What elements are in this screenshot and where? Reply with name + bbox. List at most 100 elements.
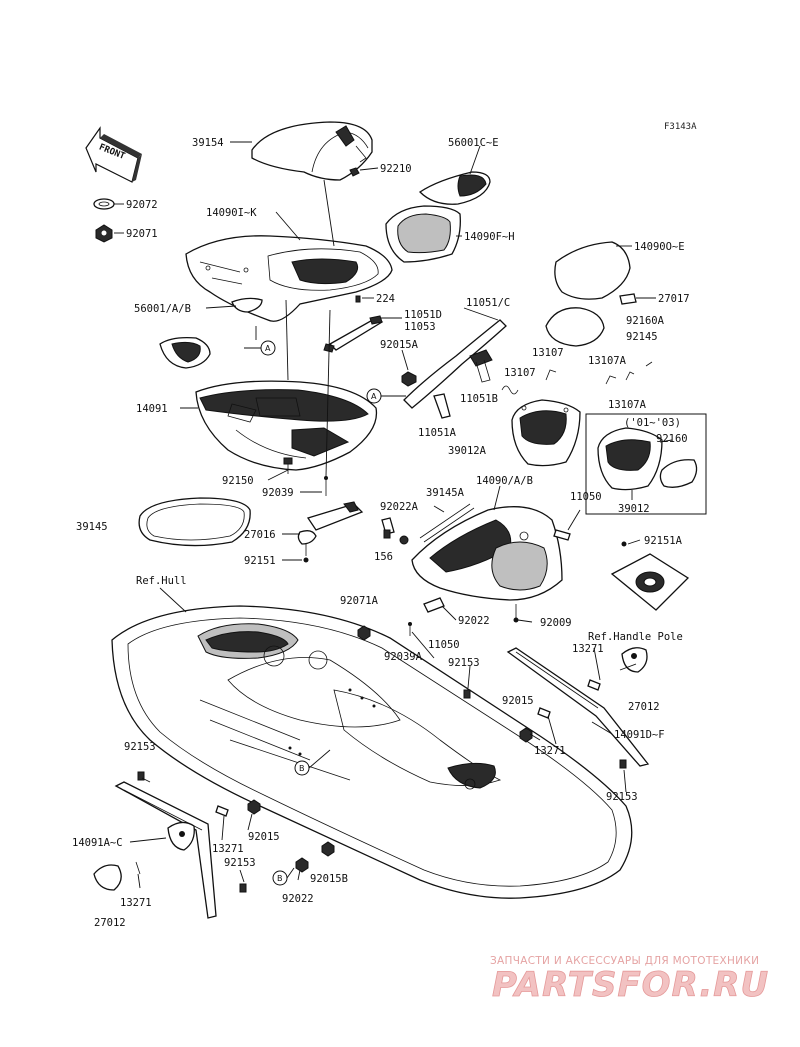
bolt-92153-part — [463, 689, 471, 699]
label-13107-b: 13107 — [504, 367, 536, 379]
label-11050-b: 11050 — [428, 639, 460, 651]
label-39012: 39012 — [618, 503, 650, 515]
callout-a-2: A — [366, 388, 406, 404]
label-92015b: 92015B — [310, 873, 348, 885]
storage-lid-part — [385, 205, 461, 263]
label-92015-c: 92015 — [248, 831, 280, 843]
seat-cover-part — [251, 121, 373, 181]
label-11050-a: 11050 — [570, 491, 602, 503]
label-92160: 92160 — [656, 433, 688, 445]
label-27017: 27017 — [658, 293, 690, 305]
pin-92039a-part — [408, 622, 412, 636]
label-92022a: 92022A — [380, 501, 419, 513]
washer-92015b-part — [295, 857, 309, 873]
label-13107a-c: 13107A — [588, 355, 627, 367]
label-11051a: 11051A — [418, 427, 457, 439]
label-92039: 92039 — [262, 487, 294, 499]
label-92071a: 92071A — [340, 595, 379, 607]
svg-text:A: A — [371, 392, 377, 401]
nut-92071a-part — [357, 625, 371, 641]
handle-bracket-part — [403, 319, 507, 409]
label-27012-a: 27012 — [628, 701, 660, 713]
front-arrow-icon: FRONT — [85, 126, 142, 183]
hull-part — [111, 605, 633, 899]
label-92160a: 92160A — [626, 315, 665, 327]
washer-92022a-part — [399, 535, 409, 545]
stay-part — [433, 393, 451, 419]
watermark-tagline: ЗАПЧАСТИ И АКСЕССУАРЫ ДЛЯ МОТОТЕХНИКИ — [490, 955, 759, 967]
label-92015-b: 92015 — [502, 695, 534, 707]
bolt-92153b-part — [619, 759, 627, 769]
label-92150: 92150 — [222, 475, 254, 487]
screw-13271c-part — [215, 805, 229, 817]
label-92153-c: 92153 — [606, 791, 638, 803]
label-92153-a: 92153 — [448, 657, 480, 669]
floor-mat-part — [138, 497, 251, 547]
plate-92022-part — [423, 597, 445, 613]
side-rail-part — [506, 647, 650, 767]
label-56001-a-b: 56001/A/B — [134, 303, 191, 315]
storage-box-part — [511, 399, 581, 467]
label-14091a-c: 14091A~C — [72, 837, 123, 849]
label-11051-c: 11051/C — [466, 297, 510, 309]
label-39145: 39145 — [76, 521, 108, 533]
nut-92015c-part — [247, 799, 261, 815]
front-hatch-part — [411, 506, 563, 601]
pin-92039-part — [324, 476, 328, 496]
cap-part — [93, 821, 195, 891]
cap-27012-part — [621, 647, 648, 673]
label-14090o-e: 14090O~E — [634, 241, 685, 253]
label-11053: 11053 — [404, 321, 436, 333]
label-92022-c: 92022 — [282, 893, 314, 905]
label-13271-b: 13271 — [534, 745, 566, 757]
side-cap-part — [159, 297, 263, 369]
label-14091d-f: 14091D~F — [614, 729, 665, 741]
label-92022-b: 92022 — [458, 615, 490, 627]
bolt-92150-part — [283, 457, 293, 474]
label-11051d: 11051D — [404, 309, 442, 321]
label-13107-a: 13107 — [532, 347, 564, 359]
label-92153-d: 92153 — [224, 857, 256, 869]
bolt-92009-part — [513, 604, 519, 623]
label-13271-c: 13271 — [212, 843, 244, 855]
latch-plate-92151a-part — [610, 541, 690, 611]
detail-box: ('01~'03) — [585, 413, 707, 515]
bolt-part — [355, 295, 361, 303]
label-156: 156 — [374, 551, 393, 563]
label-224: 224 — [376, 293, 395, 305]
label-14090i-k: 14090I~K — [206, 207, 257, 219]
figure-code: F3143A — [664, 122, 697, 132]
callout-a-1: A — [244, 326, 276, 356]
label-92072: 92072 — [126, 199, 158, 211]
label-27016: 27016 — [244, 529, 276, 541]
label-92071: 92071 — [126, 228, 158, 240]
bolt-92153d-part — [239, 883, 247, 893]
label-92039a: 92039A — [384, 651, 423, 663]
gasket-part — [545, 307, 605, 347]
callout-b-1: B — [294, 749, 331, 776]
label-39154: 39154 — [192, 137, 224, 149]
screw-92151-part — [303, 544, 309, 563]
label-92009: 92009 — [540, 617, 572, 629]
label-92145: 92145 — [626, 331, 658, 343]
pin-11050-part — [553, 529, 571, 541]
watermark-brand-logo: PARTSFOR.RU — [492, 965, 769, 1005]
deck-pad-part — [554, 241, 631, 300]
clip-part — [349, 167, 360, 177]
screw-13271-part — [537, 679, 601, 719]
detail-box-label: ('01~'03) — [624, 417, 681, 429]
label-ref-hull: Ref.Hull — [136, 575, 187, 587]
screw-156-part — [381, 517, 395, 539]
label-92151: 92151 — [244, 555, 276, 567]
label-39012a: 39012A — [448, 445, 487, 457]
svg-text:A: A — [265, 344, 271, 353]
latch-plate-part — [297, 501, 364, 545]
leader-lines — [114, 141, 656, 889]
label-27012-b: 27012 — [94, 917, 126, 929]
nut-92022c-part — [321, 841, 335, 857]
label-14090-a-b: 14090/A/B — [476, 475, 533, 487]
grommet-part — [93, 198, 115, 210]
label-92015a: 92015A — [380, 339, 419, 351]
label-ref-handle-pole: Ref.Handle Pole — [588, 631, 683, 643]
